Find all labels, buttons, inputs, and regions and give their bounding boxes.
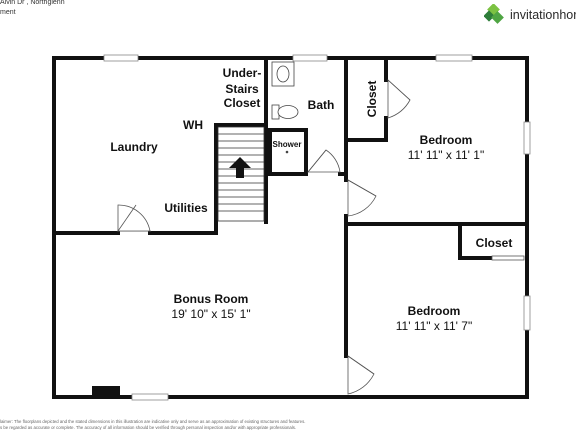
door-bedroom-top-hall <box>347 179 377 217</box>
level-line: ment <box>0 9 16 16</box>
label-bedroom-top: Bedroom <box>420 133 473 147</box>
toilet-bowl-icon <box>277 105 299 119</box>
room-labels: Laundry WH Utilities Under- Stairs Close… <box>110 66 512 333</box>
window-bedroom-top <box>435 54 473 62</box>
window-bath <box>292 54 328 62</box>
label-under-stairs-3: Closet <box>224 96 261 110</box>
interior-walls <box>52 56 529 358</box>
address-line: Alvin Dr , Northglenn <box>0 0 65 6</box>
stair-up-arrow-icon <box>229 157 251 178</box>
label-under-stairs-2: Stairs <box>225 82 259 96</box>
label-laundry: Laundry <box>110 140 158 154</box>
label-wh: WH <box>183 118 203 132</box>
window-bedroom-top-side <box>523 121 531 155</box>
label-under-stairs-1: Under- <box>223 66 262 80</box>
logo-text: invitationhor <box>510 8 576 22</box>
diamond-logo-icon <box>484 4 504 24</box>
shower-drain-icon <box>285 150 289 154</box>
outer-walls <box>52 56 529 399</box>
window-bonus <box>131 393 169 401</box>
sink-basin-icon <box>276 65 290 83</box>
label-bonus-room-dims: 19' 10" x 15' 1" <box>171 307 250 321</box>
door-bath <box>307 149 341 173</box>
door-laundry <box>117 204 151 232</box>
label-bonus-room: Bonus Room <box>174 292 249 306</box>
brand-logo: invitationhor <box>484 4 576 26</box>
label-shower: Shower <box>273 140 302 149</box>
door-closet-right-sliding <box>491 255 525 261</box>
windows <box>103 54 531 401</box>
header-address: Alvin Dr , Northglenn ment <box>0 0 65 18</box>
door-bedroom-bottom <box>347 355 375 395</box>
disclaimer-line-1: laimer: The floorplans depicted and the … <box>0 419 306 424</box>
window-bedroom-bottom <box>523 295 531 331</box>
label-closet-top: Closet <box>365 81 379 118</box>
label-bedroom-bottom-dims: 11' 11" x 11' 7" <box>396 319 472 333</box>
window-laundry <box>103 54 139 62</box>
doors <box>116 79 525 395</box>
label-bath: Bath <box>308 98 335 112</box>
door-closet-top <box>387 79 411 119</box>
bath-fixtures <box>271 61 299 154</box>
label-utilities: Utilities <box>164 201 208 215</box>
label-closet-right: Closet <box>476 236 513 250</box>
label-bedroom-top-dims: 11' 11" x 11' 1" <box>408 148 484 162</box>
fireplace-block <box>92 386 120 396</box>
disclaimer-line-2: s be regarded as accurate or complete. T… <box>0 425 297 430</box>
label-bedroom-bottom: Bedroom <box>408 304 461 318</box>
disclaimer: laimer: The floorplans depicted and the … <box>0 419 305 431</box>
